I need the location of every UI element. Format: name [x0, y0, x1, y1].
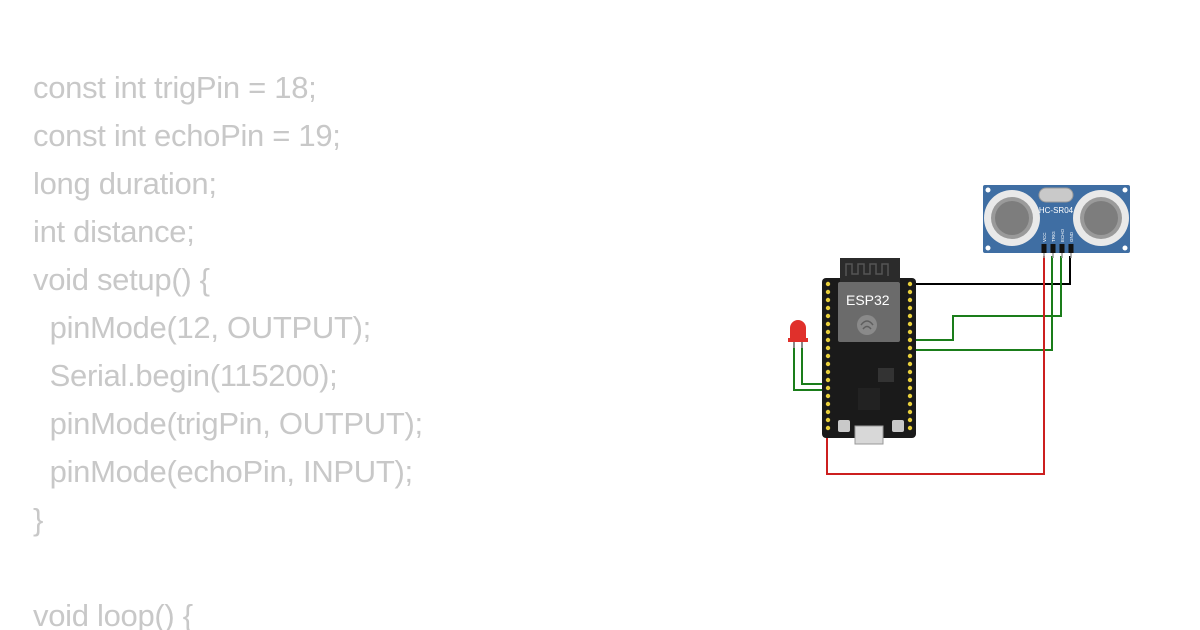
header-pin[interactable]: [825, 385, 831, 391]
header-pin[interactable]: [907, 329, 913, 335]
header-pin[interactable]: [907, 297, 913, 303]
pin-header-right: [907, 281, 913, 431]
code-line: const int trigPin = 18;: [33, 70, 317, 105]
header-pin[interactable]: [907, 313, 913, 319]
header-pin[interactable]: [825, 313, 831, 319]
header-pin[interactable]: [907, 361, 913, 367]
usb-port[interactable]: [854, 425, 884, 445]
header-pin[interactable]: [825, 297, 831, 303]
crystal: [1038, 187, 1074, 203]
sensor-pin[interactable]: [1068, 244, 1074, 253]
header-pin[interactable]: [907, 401, 913, 407]
header-pin[interactable]: [825, 353, 831, 359]
code-line: }: [33, 502, 44, 537]
code-line: pinMode(12, OUTPUT);: [33, 310, 372, 345]
code-editor[interactable]: const int trigPin = 18; const int echoPi…: [33, 64, 633, 630]
header-pin[interactable]: [907, 393, 913, 399]
code-line: int distance;: [33, 214, 195, 249]
header-pin[interactable]: [907, 289, 913, 295]
header-pin[interactable]: [825, 289, 831, 295]
wires: [793, 256, 1071, 475]
header-pin[interactable]: [825, 425, 831, 431]
header-pin[interactable]: [825, 321, 831, 327]
header-pin[interactable]: [907, 425, 913, 431]
esp32-board[interactable]: ESP32: [822, 258, 916, 445]
header-pin[interactable]: [907, 417, 913, 423]
header-pin[interactable]: [825, 393, 831, 399]
code-line: void setup() {: [33, 262, 210, 297]
header-pin[interactable]: [825, 369, 831, 375]
sensor-pin[interactable]: [1041, 244, 1047, 253]
header-pin[interactable]: [825, 401, 831, 407]
wire-trig[interactable]: [912, 256, 1053, 351]
boot-button[interactable]: [838, 420, 850, 432]
usb-chip: [858, 388, 880, 410]
code-line: Serial.begin(115200);: [33, 358, 338, 393]
header-pin[interactable]: [907, 337, 913, 343]
wire-led-b[interactable]: [801, 346, 828, 385]
header-pin[interactable]: [907, 369, 913, 375]
sensor-pin-label: GND: [1069, 231, 1074, 242]
header-pin[interactable]: [825, 345, 831, 351]
code-line: pinMode(trigPin, OUTPUT);: [33, 406, 424, 441]
code-line: void loop() {: [33, 598, 193, 630]
hc-sr04-sensor[interactable]: HC-SR04 VCC TRIG ECHO GND: [983, 185, 1130, 258]
code-line: const int echoPin = 19;: [33, 118, 341, 153]
wire-echo[interactable]: [912, 256, 1062, 341]
espressif-logo-icon: [857, 315, 877, 335]
sensor-label: HC-SR04: [1039, 206, 1074, 215]
sensor-pin[interactable]: [1059, 244, 1065, 253]
code-line: long duration;: [33, 166, 217, 201]
header-pin[interactable]: [907, 377, 913, 383]
sensor-pin-label: VCC: [1042, 232, 1047, 242]
header-pin[interactable]: [825, 361, 831, 367]
led-body: [790, 320, 806, 340]
header-pin[interactable]: [825, 409, 831, 415]
header-pin[interactable]: [825, 377, 831, 383]
header-pin[interactable]: [825, 305, 831, 311]
header-pin[interactable]: [907, 281, 913, 287]
pin-header-left: [825, 281, 831, 431]
antenna-trace: [845, 263, 889, 276]
header-pin[interactable]: [907, 385, 913, 391]
reset-button[interactable]: [892, 420, 904, 432]
sensor-pin[interactable]: [1050, 244, 1056, 253]
header-pin[interactable]: [825, 417, 831, 423]
wire-led-a[interactable]: [793, 346, 828, 391]
header-pin[interactable]: [825, 281, 831, 287]
red-led[interactable]: [788, 320, 808, 348]
header-pin[interactable]: [907, 345, 913, 351]
sensor-pin-label: TRIG: [1051, 231, 1056, 242]
header-pin[interactable]: [907, 409, 913, 415]
esp32-module: [838, 282, 900, 342]
header-pin[interactable]: [825, 337, 831, 343]
sensor-pin-label: ECHO: [1060, 228, 1065, 242]
header-pin[interactable]: [907, 305, 913, 311]
sensor-pins: VCC TRIG ECHO GND: [1041, 228, 1074, 258]
code-line: pinMode(echoPin, INPUT);: [33, 454, 414, 489]
wire-gnd[interactable]: [912, 256, 1071, 285]
smd-component: [878, 368, 894, 382]
header-pin[interactable]: [825, 329, 831, 335]
wire-vcc[interactable]: [826, 256, 1045, 475]
header-pin[interactable]: [907, 321, 913, 327]
header-pin[interactable]: [907, 353, 913, 359]
esp32-label: ESP32: [846, 292, 890, 308]
